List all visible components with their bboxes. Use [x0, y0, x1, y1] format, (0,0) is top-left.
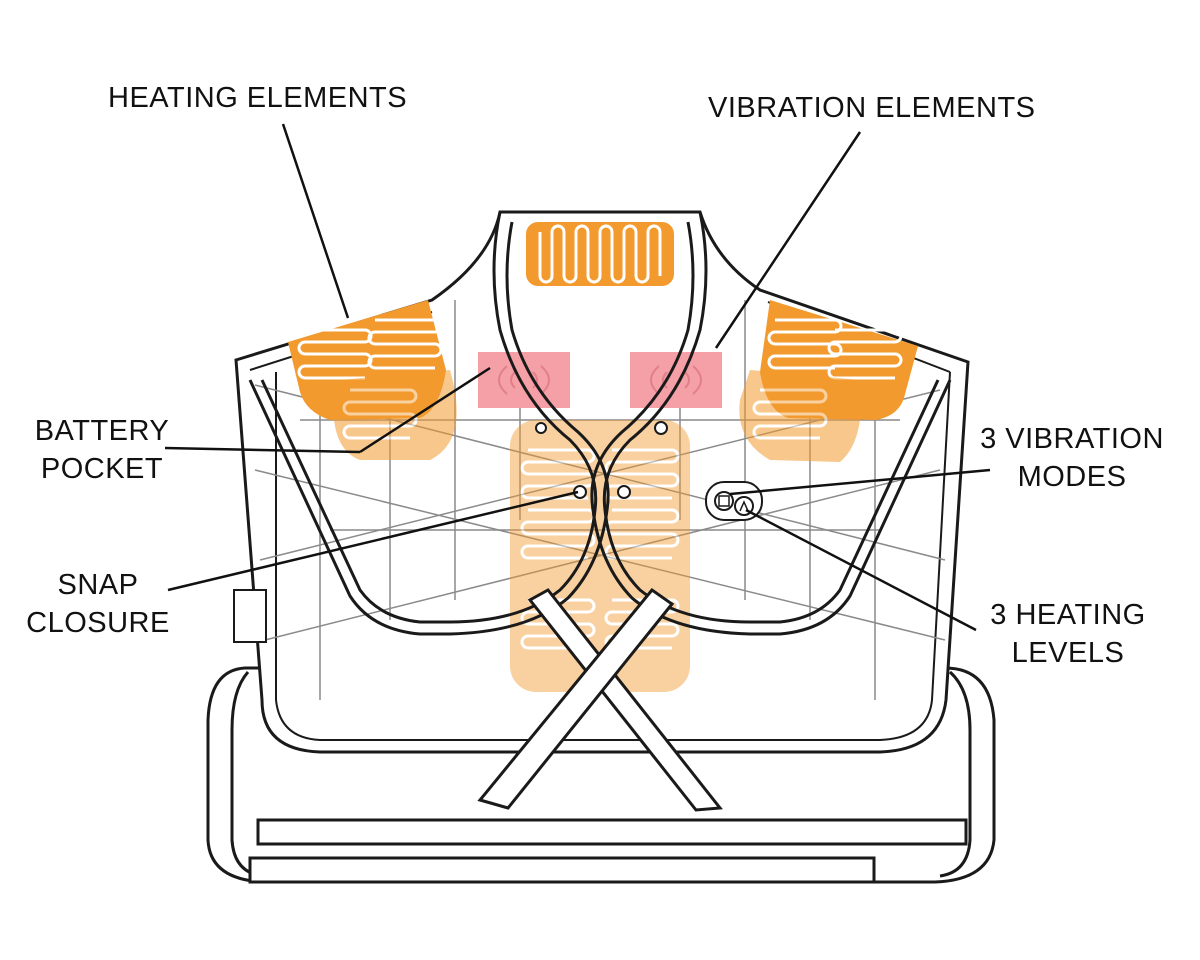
battery-pocket-label: BATTERY POCKET [28, 412, 176, 488]
snap-closures [535, 421, 668, 499]
battery-pocket-label-line2: POCKET [40, 453, 164, 485]
snap-closure-label: SNAP CLOSURE [22, 566, 174, 642]
heating-elements-label: HEATING ELEMENTS [108, 82, 408, 114]
heating-element-back-left [334, 370, 457, 460]
vibration-modes-label-line2: MODES [1017, 461, 1127, 493]
leader-lines [164, 123, 991, 632]
snap-closure-label-line1: SNAP [57, 569, 139, 601]
heating-levels-label: 3 HEATING LEVELS [978, 596, 1158, 672]
crossing-straps [477, 587, 723, 812]
collar [248, 211, 952, 636]
battery-pocket-label-line1: BATTERY [34, 415, 170, 447]
bottom-strap [248, 818, 968, 884]
heating-element-neck [526, 222, 674, 286]
vibration-modes-label-line1: 3 VIBRATION [980, 423, 1164, 455]
vibration-modes-label: 3 VIBRATION MODES [972, 420, 1172, 496]
snap-closure-label-line2: CLOSURE [26, 607, 170, 639]
snap-closure-right [617, 485, 631, 499]
heating-levels-label-line1: 3 HEATING [990, 599, 1146, 631]
heating-element-back-right [739, 370, 862, 462]
vibration-elements-label: VIBRATION ELEMENTS [708, 92, 1036, 124]
heating-levels-label-line2: LEVELS [1011, 637, 1125, 669]
battery-pocket-tab [233, 589, 267, 643]
